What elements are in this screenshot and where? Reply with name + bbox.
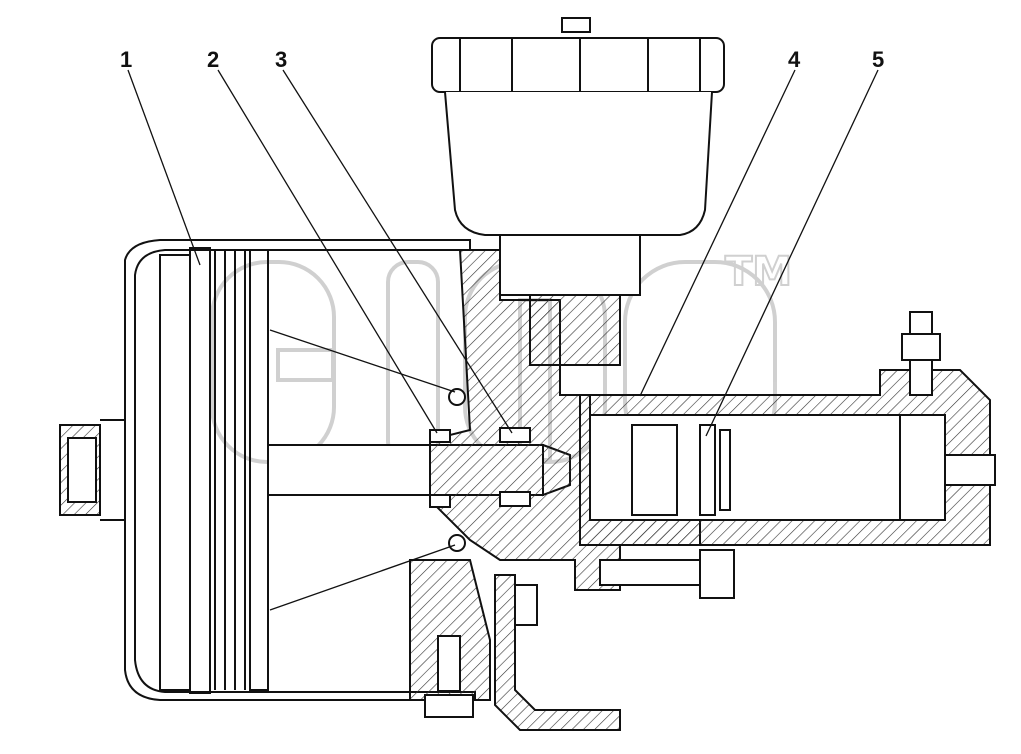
bleed-valve [901,311,941,396]
leader-lines [127,69,879,611]
callout-2: 2 [207,47,219,72]
callout-4: 4 [788,47,801,72]
reservoir [431,17,725,366]
mounting-bracket [409,549,735,731]
callout-1: 1 [120,47,132,72]
piston-plates [159,247,269,694]
master-cylinder [579,369,996,546]
callout-3: 3 [275,47,287,72]
callout-labels: 1 2 3 4 5 [120,47,884,72]
watermark-tm: TM [725,249,792,295]
cylinder-housing [59,239,476,701]
callout-5: 5 [872,47,884,72]
